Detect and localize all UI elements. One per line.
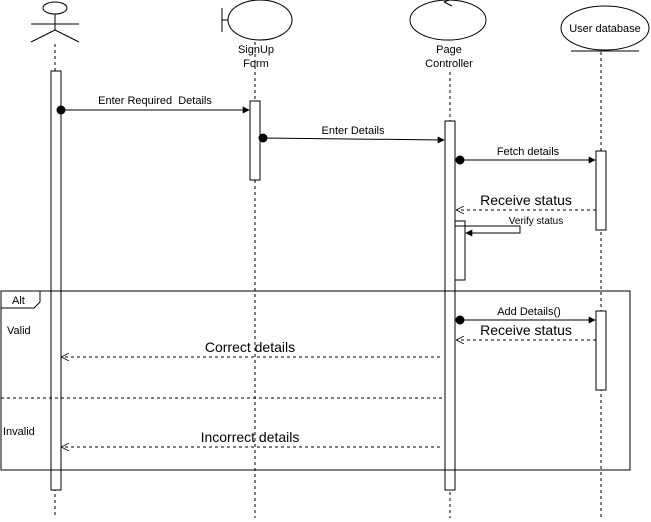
user-database-label: User database bbox=[569, 23, 641, 35]
form-activation bbox=[249, 100, 261, 181]
message-verify-status-arrow bbox=[455, 225, 521, 237]
message-incorrect-details-label: Incorrect details bbox=[201, 429, 300, 445]
message-receive-status-2-label: Receive status bbox=[480, 322, 572, 338]
message-enter-required-details-label: Enter Required Details bbox=[98, 95, 212, 107]
control-icon bbox=[409, 0, 487, 41]
actor-head-icon bbox=[42, 1, 68, 15]
controller-self-activation bbox=[454, 220, 466, 281]
guard-valid: Valid bbox=[7, 325, 31, 337]
db-activation-add bbox=[595, 310, 607, 391]
message-enter-details-arrow bbox=[262, 136, 445, 144]
signup-form-label-line1: SignUp bbox=[238, 44, 274, 56]
boundary-participant bbox=[221, 0, 293, 41]
message-verify-status-label: Verify status bbox=[509, 216, 563, 227]
alt-fragment bbox=[0, 290, 631, 471]
message-receive-status-1-label: Receive status bbox=[480, 192, 572, 208]
page-controller-label-line2: Controller bbox=[425, 58, 473, 70]
entity-icon bbox=[560, 5, 650, 51]
guard-invalid: Invalid bbox=[3, 426, 35, 438]
controller-activation bbox=[444, 120, 456, 491]
boundary-icon bbox=[227, 0, 293, 41]
message-correct-details-label: Correct details bbox=[205, 339, 295, 355]
signup-form-label-line2: Form bbox=[243, 58, 269, 70]
page-controller-label-line1: Page bbox=[436, 44, 462, 56]
db-activation-fetch bbox=[595, 150, 607, 231]
actor-participant bbox=[30, 1, 80, 43]
actor-activation bbox=[50, 70, 62, 491]
message-enter-details-label: Enter Details bbox=[322, 125, 385, 137]
message-fetch-details-label: Fetch details bbox=[497, 146, 560, 158]
message-add-details-label: Add Details() bbox=[497, 306, 561, 318]
entity-participant bbox=[560, 5, 650, 52]
alt-operator-label: Alt bbox=[12, 295, 25, 307]
control-participant bbox=[409, 0, 487, 41]
